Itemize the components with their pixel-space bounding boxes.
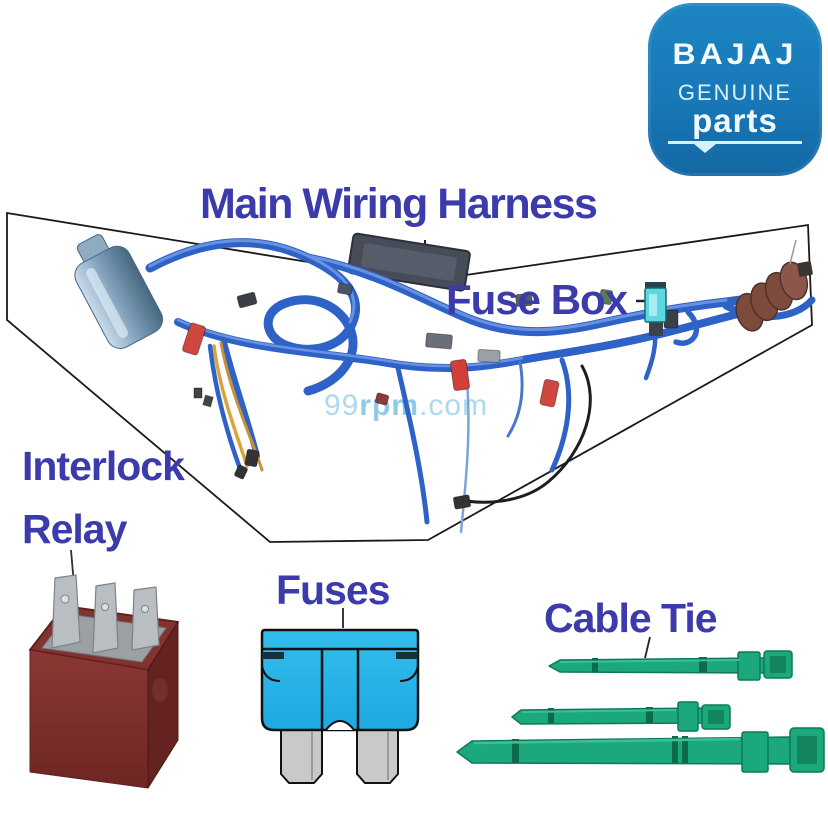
cable-tie-3 [456,727,825,773]
cable-tie-images [456,650,825,773]
cable-tie-2 [511,701,731,732]
fuses-label: Fuses [276,567,390,613]
interlock-relay-label-line2: Relay [22,506,127,552]
fuse-image [260,628,420,784]
logo-brand-text: BAJAJ [672,37,798,71]
harness-art [74,232,816,534]
interlock-relay-image [29,574,179,789]
diagram-outline [6,211,813,543]
coil-component [735,261,809,332]
bajaj-genuine-parts-logo: BAJAJ GENUINE parts [648,3,822,176]
fuse-box-label: Fuse Box [446,276,628,323]
cylinder-component [74,234,164,349]
diagram-title: Main Wiring Harness [200,180,598,228]
interlock-relay-label-line1: Interlock [22,443,185,489]
watermark-suffix: .com [419,389,489,422]
fuse-box-component [644,282,667,336]
logo-parts-text: parts [692,102,778,139]
connectors [182,282,679,510]
logo-underline-arrow-icon [694,144,716,153]
cable-tie-label: Cable Tie [544,595,718,641]
watermark-prefix: 99 [324,389,360,422]
logo-genuine-text: GENUINE [677,80,793,105]
cable-tie-1 [548,650,793,681]
logo-underline [668,141,802,153]
